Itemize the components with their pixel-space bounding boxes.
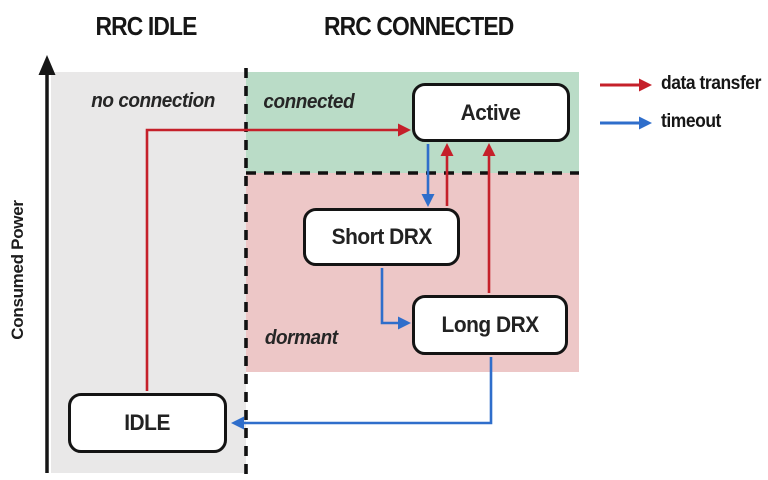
region-label-no-connection: no connection bbox=[91, 90, 215, 112]
arrow-long-drx-to-idle bbox=[231, 357, 493, 430]
state-label-idle: IDLE bbox=[124, 410, 171, 435]
state-box-long-drx: Long DRX bbox=[412, 295, 568, 355]
state-box-active: Active bbox=[412, 83, 570, 142]
state-label-long-drx: Long DRX bbox=[441, 312, 539, 337]
region-label-dormant: dormant bbox=[264, 327, 338, 349]
column-title-rrc-idle: RRC IDLE bbox=[95, 11, 197, 41]
state-box-short-drx: Short DRX bbox=[303, 208, 460, 266]
legend-label-timeout: timeout bbox=[661, 111, 721, 132]
region-label-connected: connected bbox=[263, 91, 355, 113]
state-box-idle: IDLE bbox=[68, 393, 227, 453]
state-label-short-drx: Short DRX bbox=[331, 224, 432, 249]
arrow-idle-to-active bbox=[145, 123, 411, 391]
y-axis-arrowhead-icon bbox=[38, 55, 56, 75]
state-label-active: Active bbox=[461, 99, 521, 125]
column-title-rrc-connected: RRC CONNECTED bbox=[324, 11, 514, 41]
arrow-short-drx-to-long-drx bbox=[380, 268, 411, 330]
legend-label-data-transfer: data transfer bbox=[661, 73, 761, 94]
